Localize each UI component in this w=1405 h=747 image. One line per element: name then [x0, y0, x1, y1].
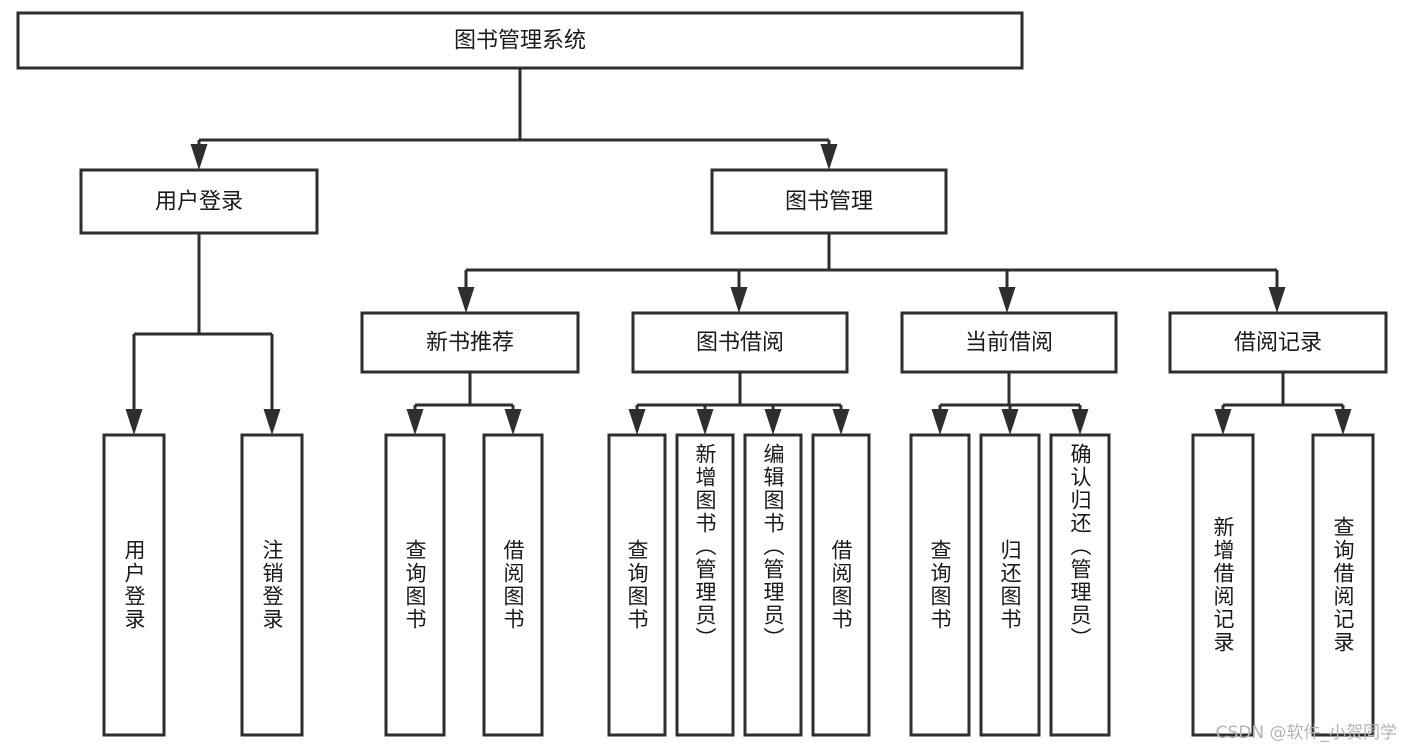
leaf-node-12-box[interactable]: [1311, 433, 1375, 737]
level3-node-1-label: 图书借阅: [696, 331, 784, 356]
root-node-label: 图书管理系统: [454, 29, 586, 54]
level3-node-0-label: 新书推荐: [426, 331, 514, 356]
arrow-head-icon: [263, 409, 281, 435]
arrow-head-icon: [1071, 409, 1089, 435]
leaf-node-7-box[interactable]: [811, 433, 871, 737]
leaf-node-10-box[interactable]: [1049, 433, 1111, 737]
arrow-head-icon: [1001, 409, 1019, 435]
arrow-head-icon: [1268, 287, 1286, 313]
leaf-node-2-box[interactable]: [384, 433, 446, 737]
arrow-head-icon: [1334, 409, 1352, 435]
arrow-head-icon: [457, 287, 475, 313]
leaf-node-1-box[interactable]: [240, 433, 304, 737]
arrow-head-icon: [764, 409, 782, 435]
watermark-text: CSDN @软件_小贺同学: [1215, 723, 1397, 743]
level2-node-1-label: 图书管理: [785, 190, 873, 215]
arrow-head-icon: [696, 409, 714, 435]
arrow-head-icon: [190, 144, 208, 170]
arrow-head-icon: [125, 409, 143, 435]
arrow-head-icon: [1214, 409, 1232, 435]
leaf-node-4-box[interactable]: [607, 433, 667, 737]
level2-node-0-label: 用户登录: [155, 190, 243, 215]
arrow-head-icon: [504, 409, 522, 435]
connector-layer: [125, 68, 1352, 435]
node-box-layer: [16, 11, 1388, 737]
level3-node-3-box[interactable]: [1168, 311, 1388, 374]
level2-node-1-box[interactable]: [710, 168, 948, 235]
root-node-box[interactable]: [16, 11, 1024, 70]
leaf-node-9-box[interactable]: [979, 433, 1041, 737]
level3-node-2-box[interactable]: [900, 311, 1118, 374]
level3-node-3-label: 借阅记录: [1234, 331, 1322, 356]
leaf-node-6-box[interactable]: [743, 433, 803, 737]
leaf-node-5-box[interactable]: [675, 433, 735, 737]
leaf-node-3-box[interactable]: [482, 433, 544, 737]
arrow-head-icon: [832, 409, 850, 435]
arrow-head-icon: [820, 144, 838, 170]
arrow-head-icon: [628, 409, 646, 435]
leaf-node-0-box[interactable]: [102, 433, 166, 737]
level3-node-0-box[interactable]: [360, 311, 580, 374]
arrow-head-icon: [998, 287, 1016, 313]
arrow-head-icon: [406, 409, 424, 435]
arrow-head-icon: [730, 287, 748, 313]
leaf-node-11-box[interactable]: [1191, 433, 1255, 737]
level3-node-2-label: 当前借阅: [965, 331, 1053, 356]
leaf-node-8-box[interactable]: [909, 433, 971, 737]
level2-node-0-box[interactable]: [79, 168, 319, 235]
arrow-head-icon: [931, 409, 949, 435]
level3-node-1-box[interactable]: [631, 311, 849, 374]
